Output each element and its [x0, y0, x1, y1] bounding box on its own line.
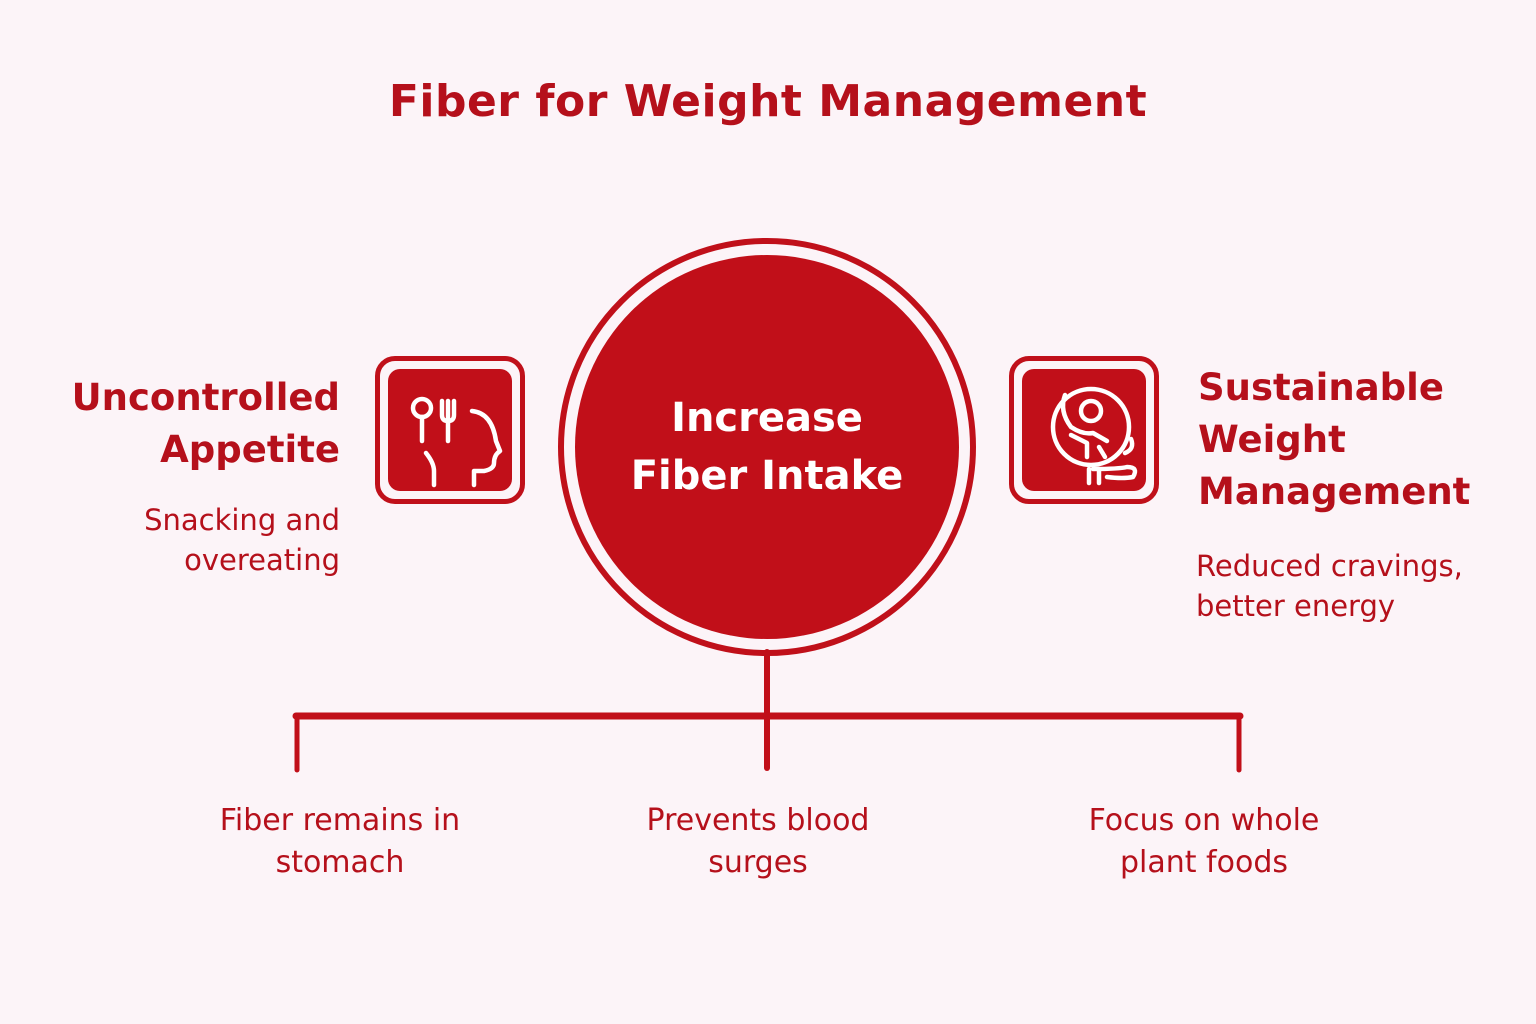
- central-node-line2: Fiber Intake: [630, 453, 904, 499]
- balanced-person-circle-icon: [1050, 386, 1138, 486]
- central-node: Increase Fiber Intake: [575, 255, 959, 639]
- hub-ring: [558, 238, 976, 656]
- branch-leaf-2: Prevents blood surges: [646, 803, 870, 880]
- right-node-title: Sustainable Weight Management: [1198, 366, 1471, 513]
- appetite-icon-box: [375, 356, 525, 504]
- left-node-subtitle: Snacking and overeating: [144, 503, 340, 577]
- branch-leaf-3: Focus on whole plant foods: [1088, 803, 1320, 880]
- appetite-head-utensils-icon: [410, 396, 503, 488]
- branch-leaf-1: Fiber remains in stomach: [219, 803, 461, 880]
- diagram-title: Fiber for Weight Management: [388, 76, 1148, 127]
- central-node-line1: Increase: [671, 395, 863, 441]
- left-node-title: Uncontrolled Appetite: [71, 376, 340, 471]
- sustainable-icon-box: [1009, 356, 1159, 504]
- right-node-subtitle: Reduced cravings, better energy: [1196, 549, 1463, 623]
